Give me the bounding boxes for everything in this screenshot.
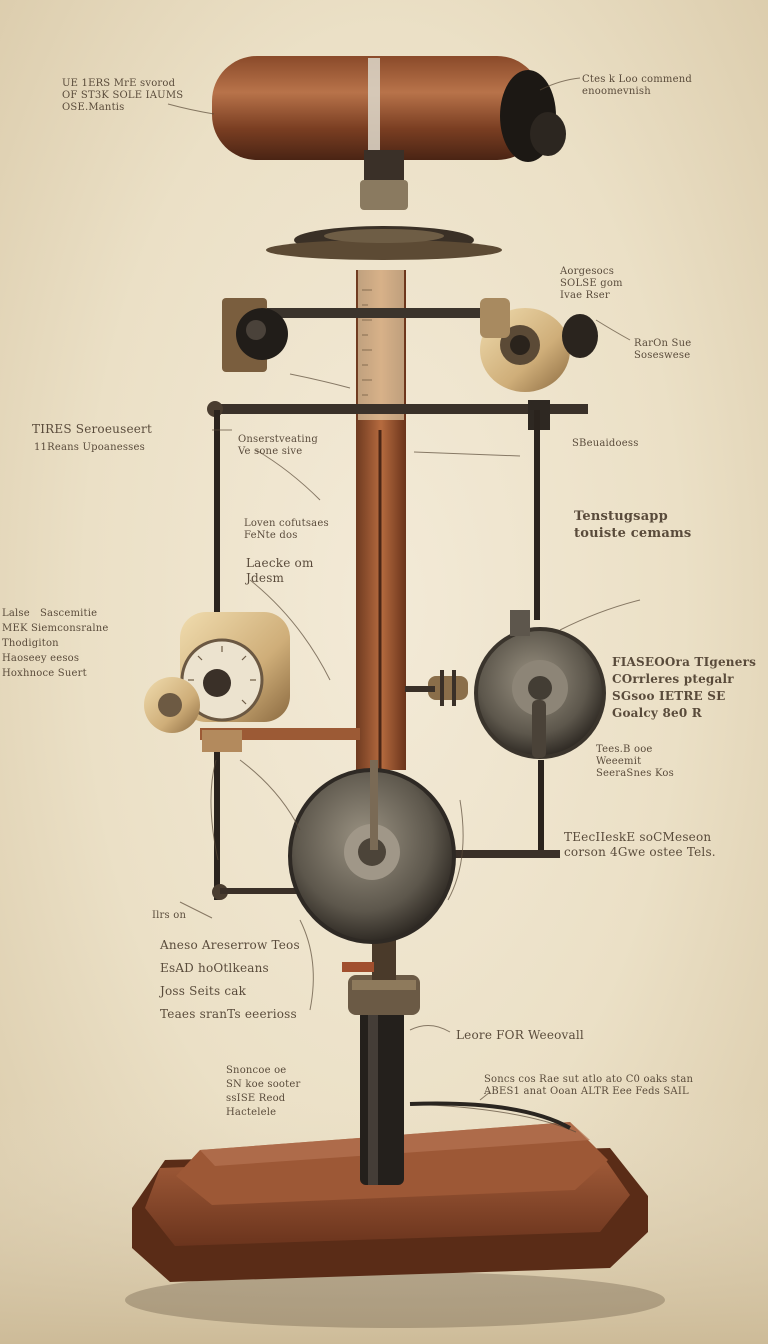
annotation-rail-left-title: TIRES Seroeuseert xyxy=(32,422,153,436)
annotation-post: Leore FOR Weeovall xyxy=(456,1028,584,1042)
annotation-rail-right: SBeuaidoess xyxy=(572,438,639,449)
annotation-telescope-left: UE 1ERS MrE svorod OF ST3K SOLE IAUMS OS… xyxy=(62,78,184,113)
annotation-lower-left-tag: Ilrs on xyxy=(152,910,187,921)
annotation-center-upper: Onserstveating Ve sone sive xyxy=(238,434,319,457)
annotation-center-mid: Loven cofutsaes FeNte dos xyxy=(244,518,329,541)
annotation-base-right: Soncs cos Rae sut atlo ato C0 oaks stan … xyxy=(484,1074,694,1097)
annotation-lower-left-block: Aneso Areserrow Teos EsAD hoOtlkeans Jos… xyxy=(160,938,300,1021)
annotation-left-gauge: Lalse Sascemitie MEK Siemconsralne Thodi… xyxy=(2,608,109,679)
annotation-rail-left-sub: 11Reans Upoanesses xyxy=(34,442,145,453)
annotation-lower-rail: TEecIIeskE soCMeseon corson 4Gwe ostee T… xyxy=(564,830,716,859)
annotation-upper-right: Aorgesocs SOLSE gom Ivae Rser xyxy=(560,266,623,301)
annotation-center-lower: Laecke om Jdesm xyxy=(246,556,314,585)
annotation-right-wheel: FIASEOOra TIgeners COrrleres ptegalr SGs… xyxy=(612,655,757,720)
annotation-base-left: Snoncoe oe SN koe sooter ssISE Reod Hact… xyxy=(226,1065,301,1118)
annotation-eyepiece-right: RarOn Sue Soseswese xyxy=(634,338,692,361)
annotation-telescope-right: Ctes k Loo commend enoomevnish xyxy=(582,74,692,97)
annotation-right-heading: Tenstugsapp touiste cemams xyxy=(574,509,692,541)
annotation-right-lower: Tees.B ooe Weeemit SeeraSnes Kos xyxy=(596,744,674,779)
